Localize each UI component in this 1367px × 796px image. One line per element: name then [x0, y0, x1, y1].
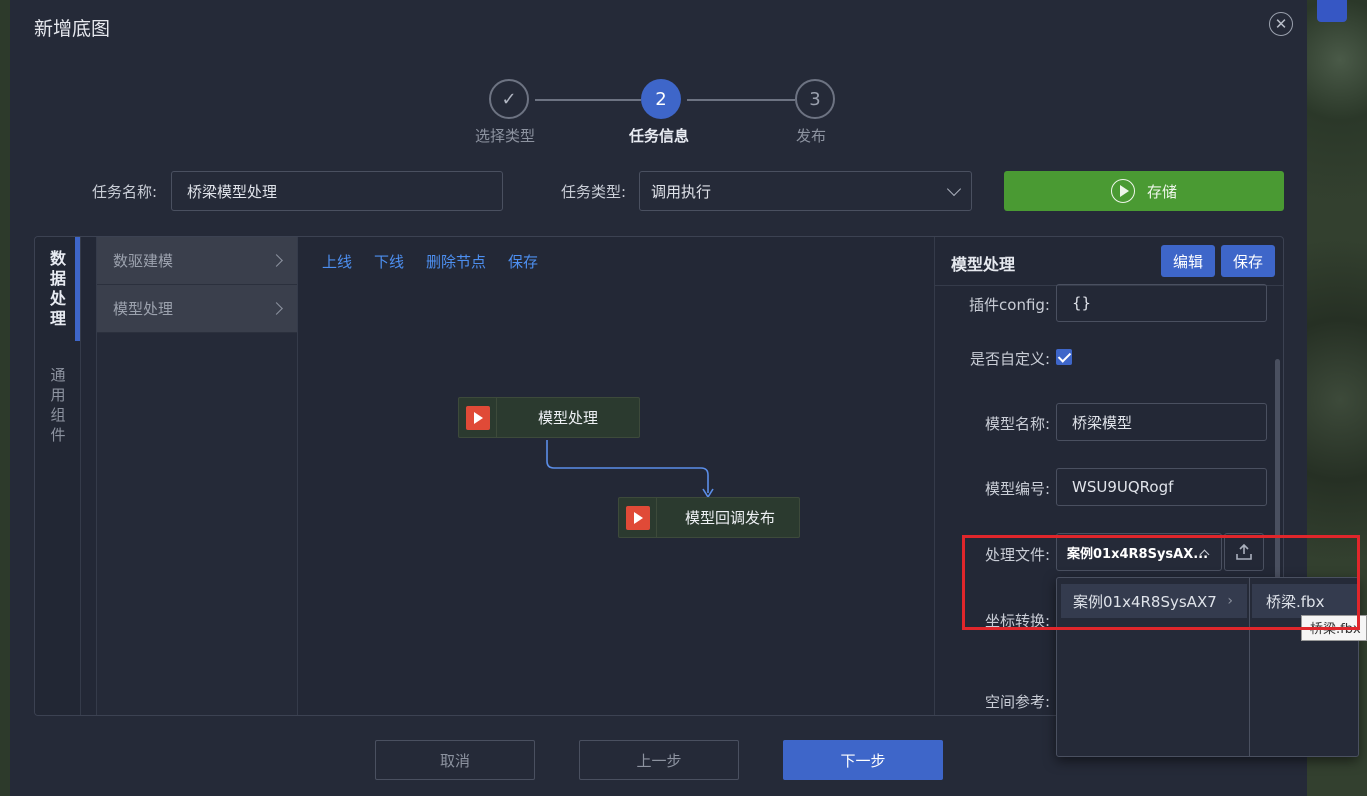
online-button[interactable]: 上线 [322, 253, 353, 271]
store-button-label: 存储 [1146, 182, 1177, 201]
vertical-tabs: 数据处理 通用组件 [35, 237, 81, 715]
workflow-panel: 数据处理 通用组件 数驱建模 模型处理 上线 下线 删除节点 保存 [34, 236, 1284, 716]
task-type-select[interactable]: 调用执行 [639, 171, 972, 211]
prev-button[interactable]: 上一步 [579, 740, 739, 780]
model-name-input[interactable]: 桥梁模型 [1056, 403, 1267, 441]
column-divider [1249, 578, 1250, 756]
custom-label: 是否自定义: [969, 350, 1050, 368]
coord-transform-label: 坐标转换: [984, 612, 1050, 630]
plugin-config-input[interactable]: {} [1056, 284, 1267, 322]
step-3-label: 发布 [795, 127, 826, 145]
edit-button[interactable]: 编辑 [1161, 245, 1215, 277]
task-name-value: 桥梁模型处理 [187, 182, 278, 201]
process-file-select[interactable]: 案例01x4R8SysAX... [1056, 533, 1222, 571]
folder-option-label: 案例01x4R8SysAX7 [1073, 592, 1217, 611]
model-code-label: 模型编号: [984, 480, 1050, 498]
dialog-title: 新增底图 [34, 18, 111, 40]
custom-checkbox[interactable] [1056, 349, 1072, 365]
header-divider [935, 285, 1283, 286]
delete-node-button[interactable]: 删除节点 [426, 253, 487, 271]
file-option-label: 桥梁.fbx [1266, 592, 1325, 611]
canvas-save-button[interactable]: 保存 [508, 253, 539, 271]
submenu-item-label: 模型处理 [113, 300, 174, 318]
highlight-box [962, 535, 1360, 630]
upload-icon [1236, 543, 1252, 560]
task-name-input[interactable]: 桥梁模型处理 [171, 171, 503, 211]
cancel-button[interactable]: 取消 [375, 740, 535, 780]
flow-node-model-processing[interactable]: 模型处理 [458, 397, 640, 438]
add-basemap-dialog: 新增底图 ✕ ✓ 2 3 选择类型 任务信息 发布 任务名称: 桥梁模型处理 任… [10, 0, 1307, 796]
submenu-item-label: 数驱建模 [113, 252, 174, 270]
model-code-input[interactable]: WSU9UQRogf [1056, 468, 1267, 506]
flow-edge [546, 440, 714, 499]
cascader-file-option[interactable]: 桥梁.fbx [1252, 584, 1358, 618]
tab-data-processing[interactable]: 数据处理 [49, 249, 66, 328]
node-label: 模型回调发布 [684, 509, 775, 527]
offline-button[interactable]: 下线 [374, 253, 405, 271]
step-2-label: 任务信息 [628, 127, 689, 145]
model-name-label: 模型名称: [984, 415, 1050, 433]
play-circle-icon [1110, 179, 1135, 203]
chevron-right-icon [270, 302, 283, 315]
active-tab-indicator [75, 237, 80, 341]
spatial-ref-label: 空间参考: [984, 693, 1050, 711]
submenu: 数驱建模 模型处理 [96, 237, 298, 715]
canvas-toolbar: 上线 下线 删除节点 保存 [322, 251, 538, 272]
cascader-dropdown: 案例01x4R8SysAX7 › 桥梁.fbx [1056, 577, 1359, 757]
node-label: 模型处理 [537, 409, 598, 427]
tab-common-components[interactable]: 通用组件 [50, 366, 66, 444]
process-file-value: 案例01x4R8SysAX... [1067, 546, 1209, 562]
step-1-label: 选择类型 [474, 127, 535, 145]
step-2-circle: 2 [641, 79, 681, 119]
store-button[interactable]: 存储 [1004, 171, 1284, 211]
flow-canvas[interactable]: 上线 下线 删除节点 保存 模型处理 模型回调发布 [298, 237, 934, 715]
play-icon [625, 505, 650, 530]
chevron-right-icon [270, 254, 283, 267]
step-1-check-icon: ✓ [489, 79, 529, 119]
task-type-label: 任务类型: [561, 183, 627, 201]
plugin-config-label: 插件config: [969, 296, 1050, 314]
play-icon [465, 405, 490, 430]
submenu-item-data-modeling[interactable]: 数驱建模 [97, 237, 297, 285]
process-file-label: 处理文件: [984, 546, 1050, 564]
node-play-area [619, 498, 657, 537]
step-connector [687, 99, 795, 101]
model-code-value: WSU9UQRogf [1072, 478, 1174, 496]
plugin-config-value: {} [1072, 294, 1092, 312]
flow-node-model-callback[interactable]: 模型回调发布 [618, 497, 800, 538]
next-button[interactable]: 下一步 [783, 740, 943, 780]
node-play-area [459, 398, 497, 437]
panel-save-button[interactable]: 保存 [1221, 245, 1275, 277]
close-icon[interactable]: ✕ [1269, 12, 1293, 36]
upload-button[interactable] [1224, 533, 1264, 571]
task-name-label: 任务名称: [92, 183, 158, 201]
properties-title: 模型处理 [951, 255, 1016, 274]
map-control [1317, 0, 1347, 22]
submenu-item-model-processing[interactable]: 模型处理 [97, 285, 297, 333]
task-type-value: 调用执行 [651, 182, 712, 201]
step-connector [535, 99, 641, 101]
step-3-circle: 3 [795, 79, 835, 119]
cascader-folder-option[interactable]: 案例01x4R8SysAX7 › [1061, 584, 1247, 618]
chevron-right-icon: › [1227, 593, 1233, 609]
chevron-down-icon [946, 181, 962, 197]
model-name-value: 桥梁模型 [1072, 413, 1133, 432]
